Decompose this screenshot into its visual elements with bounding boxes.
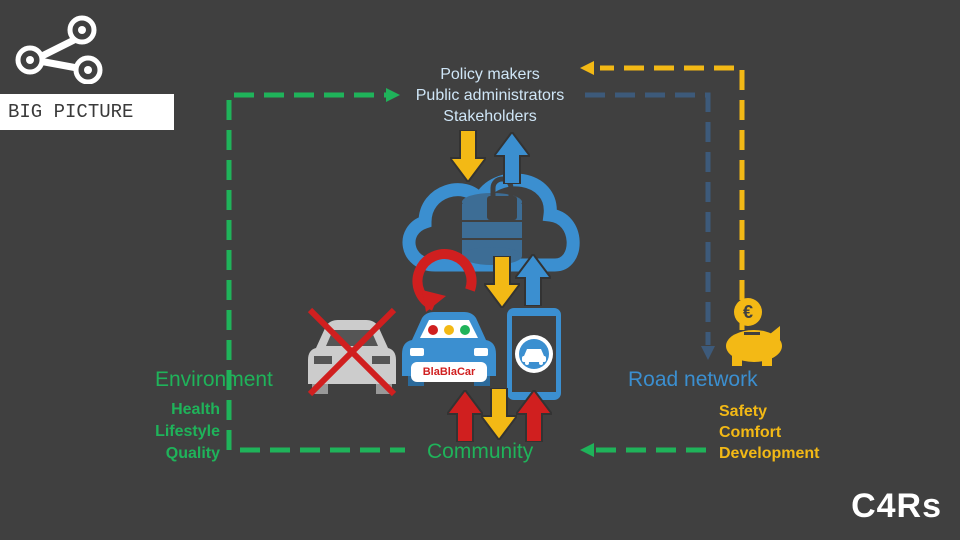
cloud-database-icon [402, 173, 580, 272]
car-icon [522, 349, 546, 365]
stakeholders-line-2: Public administrators [415, 87, 565, 104]
stakeholder-down-arrow [450, 130, 486, 182]
community-title: Community [427, 440, 534, 463]
euro-symbol: € [742, 302, 753, 322]
environment-item-quality: Quality [165, 445, 220, 462]
cloud-up-arrow [515, 254, 551, 306]
environment-item-lifestyle: Lifestyle [155, 423, 220, 440]
community-up-arrow-left [447, 390, 483, 442]
environment-items: Health Lifestyle Quality [130, 399, 220, 465]
stakeholders-line-1: Policy makers [440, 66, 540, 83]
road-network-items: Safety Comfort Development [719, 401, 819, 464]
community-up-arrow-right [516, 390, 552, 442]
share-icon [15, 15, 103, 84]
stakeholder-up-arrow [494, 132, 530, 184]
refresh-icon [412, 249, 477, 312]
environment-title: Environment [155, 368, 273, 391]
cloud-down-arrow [484, 256, 520, 308]
road-network-item-development: Development [719, 445, 820, 462]
stakeholders-label: Policy makers Public administrators Stak… [400, 64, 580, 127]
environment-item-health: Health [171, 401, 220, 418]
blablacar-logo: BlaBlaCar [411, 362, 487, 382]
community-down-arrow [481, 388, 517, 440]
big-picture-badge: BIG PICTURE [0, 94, 174, 130]
road-network-title: Road network [628, 368, 758, 391]
crossed-car-icon [307, 307, 397, 397]
piggy-bank-icon [726, 298, 782, 366]
stakeholders-line-3: Stakeholders [443, 108, 537, 125]
lock-icon [487, 176, 517, 220]
road-network-item-safety: Safety [719, 403, 768, 420]
c4rs-logo: C4Rs [851, 487, 942, 525]
smartphone-icon [507, 308, 561, 400]
road-network-item-comfort: Comfort [719, 424, 782, 441]
